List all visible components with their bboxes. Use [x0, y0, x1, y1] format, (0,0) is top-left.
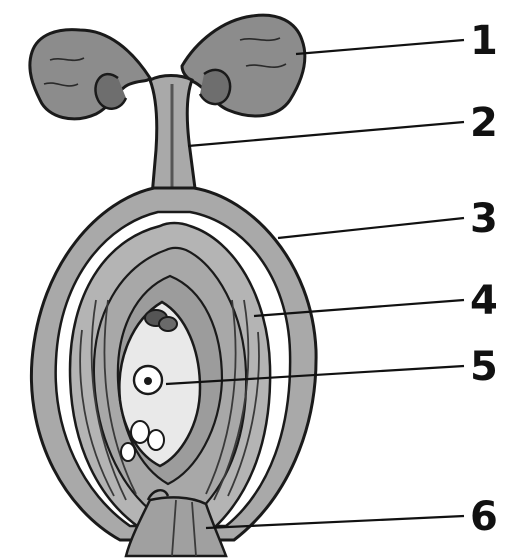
label-2: 2 [470, 100, 498, 146]
leader-line-2 [188, 122, 464, 146]
label-6: 6 [470, 494, 498, 540]
leader-line-1 [296, 40, 464, 54]
central-cell-nucleus [134, 366, 162, 394]
stigma-left-lobe [30, 30, 150, 119]
style [150, 76, 196, 201]
label-1: 1 [470, 18, 498, 64]
label-3: 3 [470, 196, 498, 242]
label-5: 5 [470, 344, 498, 390]
leader-line-3 [278, 218, 464, 238]
stigma-right-lobe [182, 15, 305, 116]
stigma-right-curl [200, 70, 230, 104]
label-4: 4 [470, 278, 498, 324]
number-labels: 1 2 3 4 5 6 [470, 18, 498, 540]
